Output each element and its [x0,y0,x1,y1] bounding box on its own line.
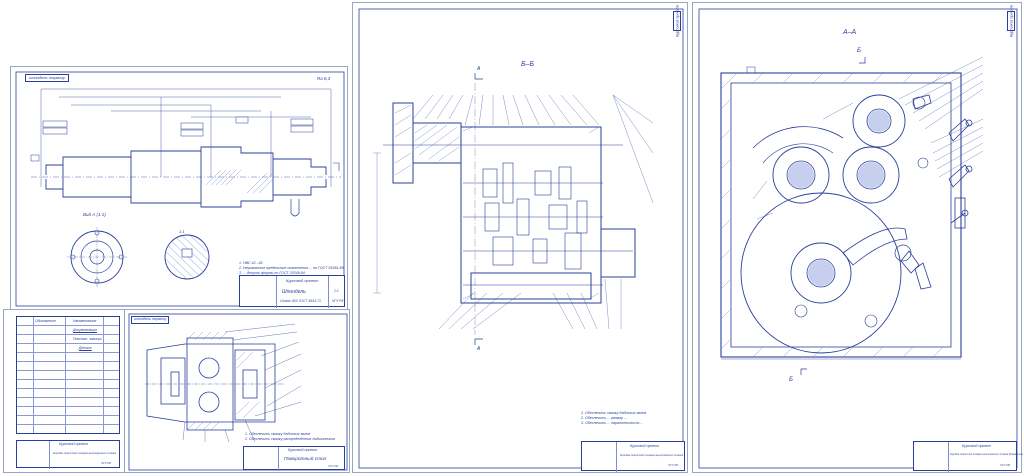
marker-a-top: А [477,66,481,72]
main-section-sheet: Б–Б А А Курсовой проект 1. Обеспечить см… [352,2,688,473]
cross-section-drawing [698,8,1018,469]
spec-title-block: Курсовой проект Коробка скоростей токарн… [16,440,120,469]
gearbox-notes: 1. Обеспечить смазку бабочных валов 2. О… [245,432,335,441]
marker-a-bottom: А [477,346,481,352]
gearbox-drawing [128,313,348,471]
marker-b-bottom: Б [789,377,793,383]
gearbox-sheet: шпиндель тормозу 1. Обеспечить смазку ба… [124,309,350,473]
marker-b-top: Б [857,48,861,54]
spindle-tech-notes: 1. НВС 42...46 2. Неуказанные предельные… [239,261,344,275]
main-section-title-block: Курсовой проект Коробка скоростей токарн… [581,441,685,472]
spindle-drawing [15,71,345,307]
roughness-symbol: Ra 6,3 [317,76,331,81]
section-bb-title: Б–Б [521,61,535,68]
section-scale-label: 1:1 [179,229,185,234]
cross-section-sheet: А–А Б Б Курсовой проект Курсовой проект … [692,2,1023,473]
spindle-corner-tag: шпиндель тормозу [25,74,70,82]
spindle-sheet: шпиндель тормозу Ra 6,3 Вид А (1:1) 1:1 … [10,66,348,310]
gearbox-corner-tag: шпиндель тормозу [131,316,170,324]
cross-section-title-block: Курсовой проект Коробка скоростей токарн… [913,441,1023,472]
gearbox-title-block: Курсовой проект Поворотный стол ЧГУ РК [243,446,345,471]
main-section-corner-tag: Курсовой проект [673,4,681,38]
main-section-tech-notes: 1. Обеспечить смазку бабочных валов 2. О… [581,411,647,425]
view-a-label: Вид А (1:1) [83,212,106,217]
section-aa-title: А–А [843,29,857,36]
spindle-title-block: Курсовой проект Шпиндель Сталь 40Х ГОСТ … [239,275,345,308]
main-section-drawing [358,8,684,469]
cross-section-corner-tag: Курсовой проект [1007,4,1015,38]
